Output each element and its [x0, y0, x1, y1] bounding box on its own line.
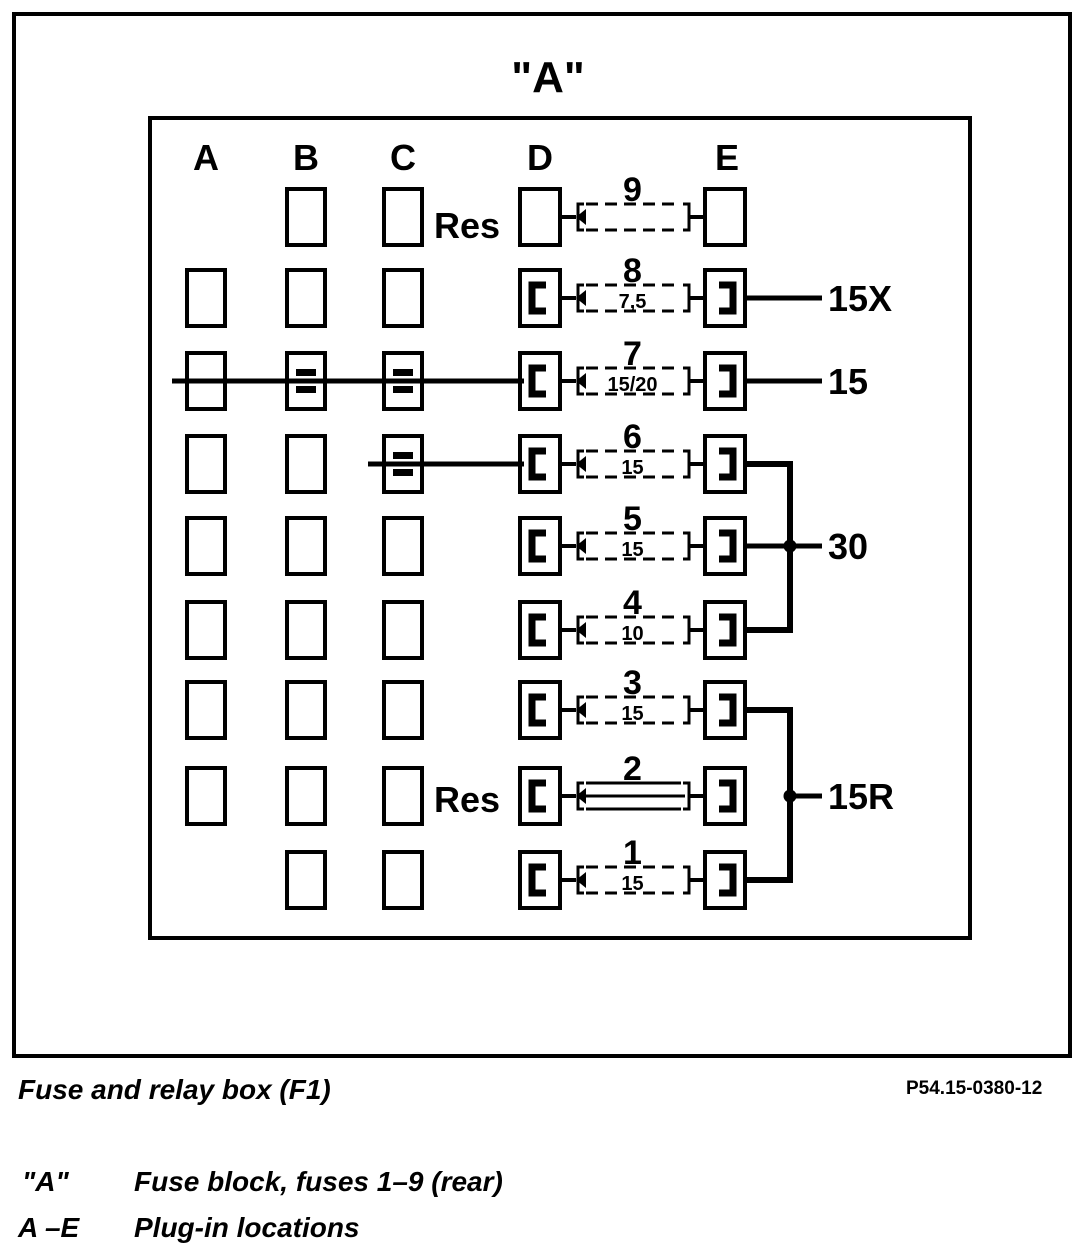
fuse-relay-box-diagram: "A" A B C D E 987,5715/20615515410315211…	[12, 12, 1072, 1058]
legend-text-a: Fuse block, fuses 1–9 (rear)	[134, 1166, 503, 1197]
legend-key-a: "A"	[22, 1166, 69, 1197]
junction-30	[783, 539, 797, 553]
slot-b-row-4	[285, 434, 327, 494]
fuse-number-7: 7	[623, 335, 642, 373]
fuse-8: 87,5	[518, 252, 747, 328]
fuse-number-9: 9	[623, 171, 642, 209]
reserve-label-row-2: Res	[434, 779, 500, 820]
plug-in-slots	[185, 187, 424, 910]
socket-e	[703, 850, 747, 910]
socket-d	[518, 434, 562, 494]
slot-c-row-8	[382, 766, 424, 826]
fuse-2: 2	[518, 750, 747, 826]
fuse-block-frame	[148, 116, 972, 940]
fuse-4: 410	[518, 584, 747, 660]
socket-e	[703, 351, 747, 411]
column-header-c: C	[390, 137, 416, 178]
slot-c-row-5	[382, 516, 424, 576]
slot-c-row-2	[382, 268, 424, 328]
socket-e	[703, 268, 747, 328]
legend-text-a-e: Plug-in locations	[134, 1212, 360, 1243]
socket-d	[518, 850, 562, 910]
fuse-number-5: 5	[623, 500, 642, 538]
socket-d	[518, 187, 562, 247]
terminal-label-15: 15	[828, 361, 868, 402]
outer-frame	[12, 12, 1072, 1058]
column-header-e: E	[715, 137, 739, 178]
reserve-label-row-9: Res	[434, 205, 500, 246]
socket-e	[703, 680, 747, 740]
fuse-number-4: 4	[623, 584, 642, 622]
slot-a-row-8	[185, 766, 227, 826]
slot-a-row-2	[185, 268, 227, 328]
fuse-6: 615	[518, 418, 747, 494]
slot-b-row-9	[285, 850, 327, 910]
slot-a-row-4	[185, 434, 227, 494]
slot-b-row-5	[285, 516, 327, 576]
fuse-rating-4: 10	[621, 623, 643, 645]
fuse-number-3: 3	[623, 664, 642, 702]
socket-d	[518, 351, 562, 411]
diagram-title: "A"	[511, 53, 585, 102]
fuse-rating-5: 15	[621, 539, 643, 561]
fuse-number-8: 8	[623, 252, 642, 290]
socket-e	[703, 516, 747, 576]
socket-e	[703, 434, 747, 494]
figure-code: P54.15-0380-12	[906, 1078, 1043, 1099]
socket-d	[518, 600, 562, 660]
fuse-5: 515	[518, 500, 747, 576]
socket-d	[518, 680, 562, 740]
fuse-1: 115	[518, 834, 747, 910]
slot-b-row-7	[285, 680, 327, 740]
socket-d	[518, 516, 562, 576]
slot-a-row-7	[185, 680, 227, 740]
fuse-rating-6: 15	[621, 457, 643, 479]
fuse-3: 315	[518, 664, 747, 740]
socket-d	[518, 268, 562, 328]
slot-c-row-6	[382, 600, 424, 660]
column-header-d: D	[527, 137, 553, 178]
legend-key-a-e: A –E	[18, 1212, 80, 1243]
fuse-number-6: 6	[623, 418, 642, 456]
terminal-label-15x: 15X	[828, 278, 892, 319]
socket-d	[518, 766, 562, 826]
wire-15r-bus	[746, 707, 793, 883]
slot-b-row-2	[285, 268, 327, 328]
socket-e	[703, 187, 747, 247]
socket-e	[703, 600, 747, 660]
column-headers: A B C D E	[193, 137, 739, 178]
terminal-label-15r: 15R	[828, 776, 894, 817]
figure-caption: Fuse and relay box (F1)	[18, 1074, 331, 1105]
fuse-rating-3: 15	[621, 703, 643, 725]
slot-a-row-6	[185, 600, 227, 660]
column-header-a: A	[193, 137, 219, 178]
slot-b-row-8	[285, 766, 327, 826]
slot-c-row-9	[382, 850, 424, 910]
slot-b-row-1	[285, 187, 327, 247]
fuse-number-1: 1	[623, 834, 642, 872]
fuse-rating-7: 15/20	[607, 374, 657, 396]
slot-b-row-6	[285, 600, 327, 660]
fuse-7: 715/20	[518, 335, 747, 411]
terminal-label-30: 30	[828, 526, 868, 567]
fuse-number-2: 2	[623, 750, 642, 788]
column-header-b: B	[293, 137, 319, 178]
socket-e	[703, 766, 747, 826]
slot-c-row-1	[382, 187, 424, 247]
slot-a-row-5	[185, 516, 227, 576]
junction-15r	[783, 789, 797, 803]
slot-c-row-7	[382, 680, 424, 740]
fuse-9: 9	[518, 171, 747, 247]
fuse-rating-1: 15	[621, 873, 643, 895]
fuse-rating-8: 7,5	[619, 291, 647, 313]
wiring	[172, 295, 822, 883]
